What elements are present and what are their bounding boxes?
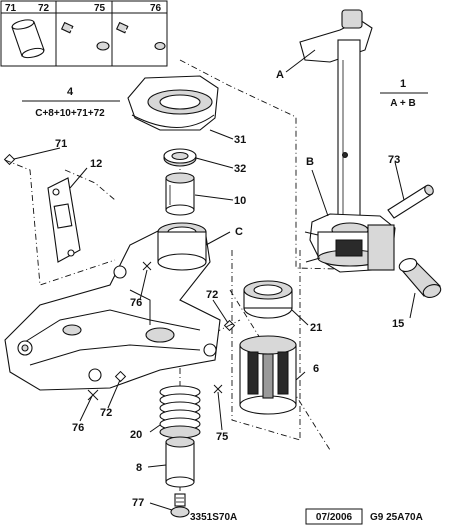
cylinder-15 [398,258,442,298]
callout-21: 21 [310,322,322,334]
footer-code-1: 3351S70A [190,512,237,523]
bushing-10 [165,172,195,216]
spring-20 [159,385,201,439]
diamond-marker-72-right [223,319,236,332]
callout-31: 31 [234,134,246,146]
callout-73: 73 [388,154,400,166]
position-markers [3,153,236,401]
x-marker-76-mid [142,261,152,271]
callout-76-lower: 76 [72,422,84,434]
seal-ring-32 [163,148,197,167]
x-marker-76-left [87,389,99,401]
screw-77 [170,493,190,518]
plug-8 [165,436,195,488]
footer-code-2: G9 25A70A [370,512,423,523]
sleeve-part-icon [11,19,45,59]
callout-15: 15 [392,318,404,330]
callout-71: 71 [55,138,67,150]
x-marker-75 [213,384,223,394]
callout-77: 77 [132,497,144,509]
formula-assembly-1: 1 A + B [380,78,428,109]
callout-32: 32 [234,163,246,175]
formula-1-number: 1 [400,78,406,90]
bolt-75-icon [60,21,110,51]
formula-assembly-4: 4 C+8+10+71+72 [22,86,120,119]
ring-21 [243,280,293,319]
diamond-marker-71 [3,153,16,166]
bearing-cage-6 [239,335,297,415]
shift-lever-assembly [299,9,396,273]
diamond-marker-72-left [114,370,127,383]
callout-72-lower: 72 [100,407,112,419]
legend-item-71: 71 [5,3,17,14]
callout-20: 20 [130,429,142,441]
callout-B: B [306,156,314,168]
callout-6: 6 [313,363,319,375]
callout-76-upper: 76 [130,297,142,309]
callout-8: 8 [136,462,142,474]
callout-labels: A B C 71 12 31 32 10 73 72 76 21 15 6 76… [55,69,404,509]
callout-A: A [276,69,284,81]
legend-item-75: 75 [94,3,106,14]
pin-73 [387,184,434,219]
leader-lines [13,49,416,511]
formula-4-components: C+8+10+71+72 [35,108,105,119]
footer-date: 07/2006 [316,512,353,523]
footer-reference: 3351S70A 07/2006 G9 25A70A [190,508,423,525]
rubber-boot-31 [127,75,219,131]
callout-10: 10 [234,195,246,207]
formula-1-components: A + B [390,98,415,109]
callout-75: 75 [216,431,228,443]
gearshift-housing [4,222,221,391]
gasket-plate-12 [47,177,81,263]
formula-4-number: 4 [67,86,74,98]
callout-C: C [235,226,243,238]
callout-72-upper: 72 [206,289,218,301]
bolt-76-icon [115,21,166,51]
legend-box: 71 72 75 76 [0,0,168,67]
legend-item-76: 76 [150,3,162,14]
legend-item-72: 72 [38,3,50,14]
callout-12: 12 [90,158,102,170]
